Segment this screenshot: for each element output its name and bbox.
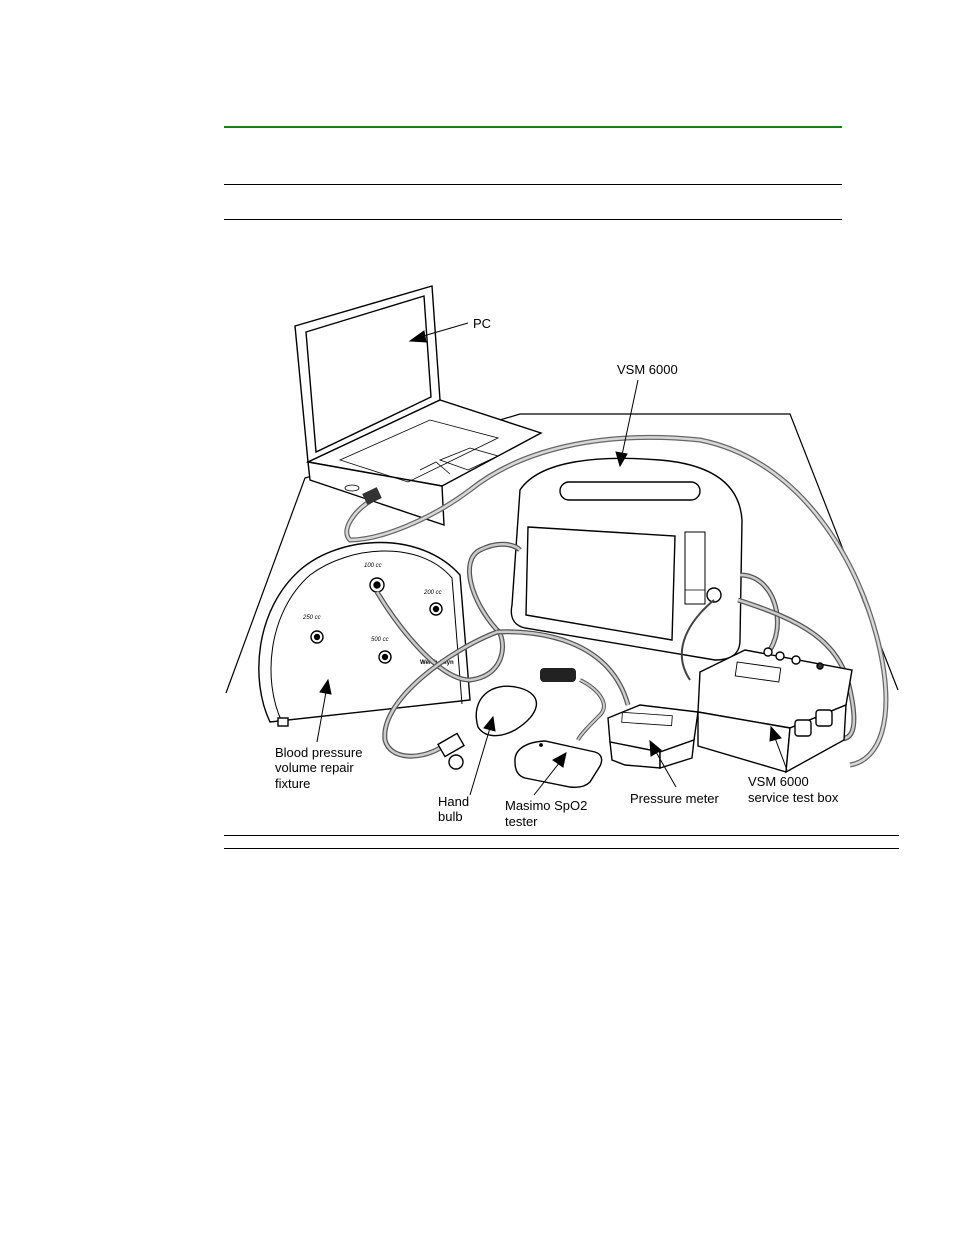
service-test-box [698,648,852,772]
callout-service-box-line2: service test box [748,790,839,805]
spo2-connector [540,668,576,682]
callout-pc: PC [473,316,491,331]
callout-hand-bulb-line2: bulb [438,809,463,824]
callout-masimo-line1: Masimo SpO2 [505,798,587,813]
laptop-pc [295,286,541,525]
callout-hand-bulb-line1: Hand [438,794,469,809]
callout-pressure-meter: Pressure meter [630,791,720,806]
callout-bp-fixture-line2: volume repair [275,760,354,775]
callout-bp-fixture-line3: fixture [275,776,310,791]
vsm-6000-monitor [511,458,742,660]
label-250cc: 250 cc [302,615,321,621]
figure-rule-top [224,835,899,836]
callout-masimo-line2: tester [505,814,538,829]
bp-volume-fixture [259,543,470,727]
label-100cc: 100 cc [364,563,382,569]
callout-bp-fixture-line1: Blood pressure [275,745,362,760]
pressure-meter [608,705,698,768]
callout-service-box-line1: VSM 6000 [748,774,809,789]
label-500cc: 500 cc [371,637,389,643]
figure-rule-bottom [224,848,899,849]
label-200cc: 200 cc [423,590,442,596]
callout-vsm-6000: VSM 6000 [617,362,678,377]
